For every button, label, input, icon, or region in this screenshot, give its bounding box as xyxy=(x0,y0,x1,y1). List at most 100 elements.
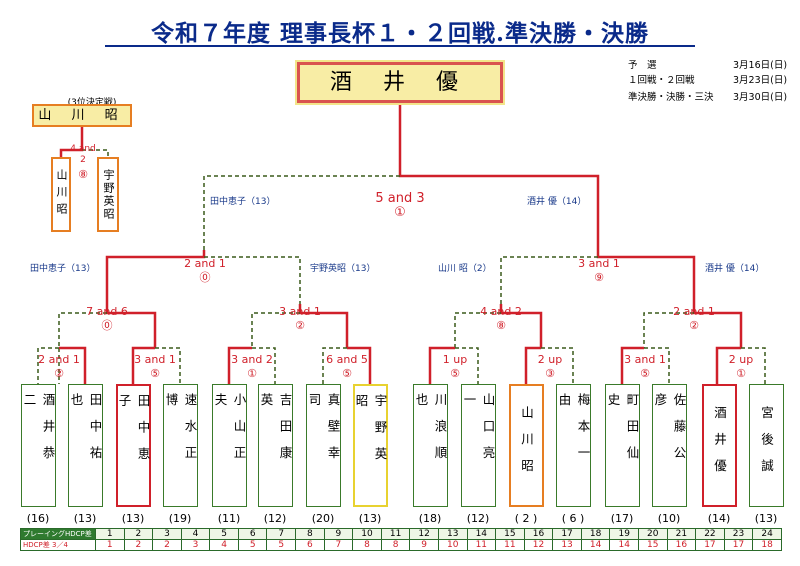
score-text: 3 and 1 xyxy=(578,257,620,270)
score-text: 7 and 6 xyxy=(86,305,128,318)
player-box: 山口亮一 xyxy=(461,384,496,507)
third-place-winner: 山 川 昭 xyxy=(32,104,132,127)
semi-left-name: 田中恵子（13） xyxy=(30,264,96,274)
hdcp-cell: 7 xyxy=(323,539,354,551)
hdcp-cell: 14 xyxy=(466,528,497,540)
third-right-name: 宇野英昭 xyxy=(102,168,115,221)
semi-right-opp-name: 山川 昭（2） xyxy=(438,264,492,274)
player-name: 真壁幸司 xyxy=(306,393,341,473)
player-box: 小山正夫 xyxy=(212,384,247,507)
player-name: 田中祐也 xyxy=(68,393,103,473)
match-number: ⑤ xyxy=(150,367,160,380)
hdcp-cell: 17 xyxy=(695,539,725,551)
hdcp-cell: 9 xyxy=(323,528,354,540)
hdcp-cell: 11 xyxy=(380,528,411,540)
match-number: ⓪ xyxy=(101,319,113,332)
player-hcp: ( 2 ) xyxy=(514,512,538,525)
player-box: 佐藤公彦 xyxy=(652,384,687,507)
score-text: 4 and 2 xyxy=(480,305,522,318)
player-box: 宮後誠 xyxy=(749,384,784,507)
hdcp-cell: 14 xyxy=(580,539,611,551)
hdcp-cell: 1 xyxy=(95,539,125,551)
player-box: 町田仙史 xyxy=(605,384,640,507)
hdcp-cell: 12 xyxy=(523,539,554,551)
hdcp-cell: 16 xyxy=(666,539,697,551)
player-box: 酒井恭二 xyxy=(21,384,56,507)
hdcp-cell: 11 xyxy=(466,539,497,551)
score-text: 6 and 5 xyxy=(326,353,368,366)
hdcp-cell: 2 xyxy=(123,528,154,540)
player-name: 佐藤公彦 xyxy=(652,393,687,473)
player-box: 真壁幸司 xyxy=(306,384,341,507)
hdcp-cell: 6 xyxy=(237,528,268,540)
hdcp-cell: 15 xyxy=(637,539,668,551)
hdcp-cell: 12 xyxy=(409,528,439,540)
hdcp-cell: 5 xyxy=(266,539,297,551)
schedule-date: 3月30日(日) xyxy=(733,92,788,103)
player-name: 吉田康英 xyxy=(258,393,293,473)
hdcp-cell: 1 xyxy=(95,528,125,540)
match-number: ⑤ xyxy=(450,367,460,380)
hdcp-cell: 8 xyxy=(380,539,411,551)
hdcp-cell: 15 xyxy=(495,528,525,540)
hdcp-cell: 10 xyxy=(437,539,468,551)
hdcp-cell: 18 xyxy=(580,528,611,540)
hdcp-cell: 22 xyxy=(695,528,725,540)
player-box: 山川昭 xyxy=(509,384,544,507)
match-number: ② xyxy=(54,367,64,380)
third-left-name: 山川昭 xyxy=(55,169,68,220)
hdcp-row-label: HDCP差 3／4 xyxy=(20,539,96,551)
page-title: 令和７年度 理事長杯１・２回戦.準決勝・決勝 xyxy=(150,20,649,47)
hdcp-cell: 5 xyxy=(237,539,268,551)
title-underline xyxy=(105,45,695,47)
score-text: 5 and 3 xyxy=(375,191,425,206)
hdcp-cell: 16 xyxy=(523,528,554,540)
match-number: ③ xyxy=(545,367,555,380)
player-hcp: (20) xyxy=(311,512,335,525)
schedule-date: 3月16日(日) xyxy=(733,60,788,71)
hdcp-cell: 13 xyxy=(552,539,582,551)
hdcp-cell: 6 xyxy=(295,539,325,551)
score-text: 2 and 1 xyxy=(673,305,715,318)
final-left-name: 田中恵子（13） xyxy=(210,197,276,207)
player-box: 酒井優 xyxy=(702,384,737,507)
player-name: 川浪順也 xyxy=(413,393,448,473)
match-number: ⑤ xyxy=(342,367,352,380)
hdcp-cell: 21 xyxy=(666,528,697,540)
match-number: ⑧ xyxy=(496,319,506,332)
score-text: 2 up xyxy=(728,353,754,366)
player-hcp: (13) xyxy=(121,512,145,525)
player-name: 田中恵子 xyxy=(116,394,151,474)
player-name: 山口亮一 xyxy=(461,393,496,473)
schedule-label: 予 選 xyxy=(628,60,657,71)
third-place-right-box: 宇野英昭 xyxy=(97,157,119,232)
player-name: 山川昭 xyxy=(519,405,534,486)
player-hcp: (13) xyxy=(358,512,382,525)
player-box: 梅本一由 xyxy=(556,384,591,507)
player-hcp: (13) xyxy=(73,512,97,525)
score-text: 3 and 2 xyxy=(231,353,273,366)
hdcp-cell: 13 xyxy=(437,528,468,540)
score-text: 2 up xyxy=(537,353,563,366)
hdcp-cell: 11 xyxy=(495,539,525,551)
match-number: ② xyxy=(689,319,699,332)
score-text: 2 and 1 xyxy=(38,353,80,366)
semi-right-name: 酒井 優（14） xyxy=(705,264,765,274)
player-box: 川浪順也 xyxy=(413,384,448,507)
hdcp-cell: 19 xyxy=(609,528,639,540)
schedule-label: 準決勝・決勝・三決 xyxy=(628,92,714,103)
champion-box: 酒 井 優 xyxy=(297,62,503,103)
hdcp-cell: 3 xyxy=(152,528,182,540)
player-hcp: (16) xyxy=(26,512,50,525)
match-number: ⑨ xyxy=(594,271,604,284)
hdcp-cell: 4 xyxy=(209,539,239,551)
player-name: 町田仙史 xyxy=(605,393,640,473)
third-place-caption: (3位決定戦) xyxy=(67,98,117,108)
